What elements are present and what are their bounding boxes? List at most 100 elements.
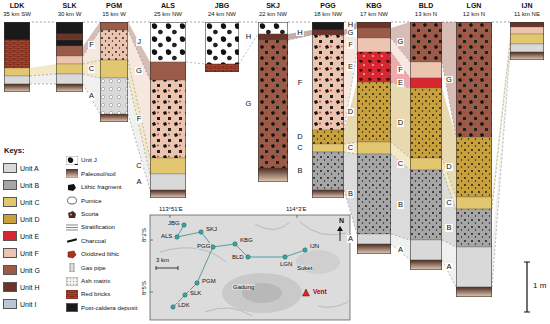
correlation-band (83, 30, 100, 64)
section-name: SKJ (266, 2, 280, 9)
distance-label: 30 km W (58, 11, 82, 17)
stratigraphic-column (56, 22, 83, 92)
correlation-band (344, 82, 357, 144)
distance-label: 24 km NW (208, 11, 236, 17)
unit-letter: A (135, 178, 142, 186)
unit-letter: H (245, 33, 252, 41)
correlation-line (391, 234, 410, 240)
stratigraphic-column (510, 22, 544, 60)
correlation-band (442, 170, 456, 247)
correlation-band (492, 34, 510, 209)
unit-letter: A (347, 235, 354, 243)
correlation-line (128, 114, 150, 190)
legend-text: Lithic fragment (81, 184, 122, 190)
unit-letter: F (297, 79, 304, 87)
correlation-band (30, 64, 56, 76)
correlation-line (128, 30, 150, 80)
latitude-label: 8°5'S (141, 280, 147, 296)
station-label: ALS (160, 233, 173, 239)
section-column: BLD 13 km N (410, 0, 442, 270)
section-name: ALS (161, 2, 175, 9)
station-label: PGM (201, 278, 217, 284)
longitude-label: 114°3'E (285, 206, 307, 212)
distance-label: 17 km NW (360, 11, 388, 17)
unit-letter: F (88, 41, 95, 49)
correlation-band (128, 78, 150, 190)
correlation-connector (288, 22, 312, 23)
place-name: Gadung (232, 284, 255, 290)
station-label: LDK (177, 302, 191, 308)
legend-symbol (66, 196, 78, 205)
unit-letter: A (88, 92, 95, 100)
stratigraphic-column (4, 22, 30, 92)
section-name: IJN (522, 2, 533, 9)
section-name: SLK (63, 2, 77, 9)
legend-text: Unit F (20, 250, 39, 257)
unit-letter: H (296, 29, 303, 37)
correlation-line (344, 152, 357, 154)
section-column: LGN12 km N (456, 0, 492, 297)
legend-text: Unit J (81, 157, 97, 163)
section-column: IJN 11 km NE (510, 0, 544, 60)
correlation-band (239, 22, 258, 64)
unit-letter: D (347, 108, 354, 116)
correlation-line (128, 60, 150, 158)
legend-swatch (66, 303, 78, 312)
legend-swatch (3, 180, 17, 190)
unit-letter: C (397, 160, 404, 168)
correlation-band (391, 154, 410, 240)
correlation-band (186, 22, 205, 64)
legend-symbol (66, 277, 78, 286)
correlation-connector (186, 22, 205, 23)
unit-letter: B (296, 167, 303, 175)
legend-text: Gas pipe (81, 265, 106, 271)
unit-letter: J (136, 38, 142, 46)
correlation-line (83, 84, 100, 114)
unit-letter: C (347, 144, 354, 152)
legend-symbol (66, 210, 78, 219)
unit-letter: C (296, 144, 303, 152)
correlation-band (391, 52, 410, 88)
legend-text: Post-caldera deposit (81, 305, 137, 311)
station-label: IJN (309, 243, 320, 249)
station-label: SKJ (205, 226, 218, 232)
stratigraphic-column (456, 22, 492, 297)
legend-text: Charcoal (81, 238, 106, 244)
legend-swatch (3, 197, 17, 207)
correlation-line (83, 30, 100, 56)
legend-symbol (66, 263, 78, 272)
section-name: BLD (419, 2, 433, 9)
correlation-line (186, 62, 205, 64)
distance-label: 11 km NE (514, 11, 540, 17)
legend-text: Unit D (20, 216, 39, 223)
legend-swatch (3, 248, 17, 258)
unit-letter: G (347, 29, 355, 37)
section-column: ALS25 km NW (150, 0, 186, 198)
distance-label: 13 km N (415, 11, 437, 17)
station-label: JBG (167, 220, 181, 226)
correlation-line (442, 260, 456, 287)
unit-letter: G (397, 38, 405, 46)
station-label: KBG (239, 237, 254, 243)
correlation-connector (442, 22, 456, 23)
legend-text: Scoria (81, 211, 99, 217)
station-label: BLD (231, 254, 245, 260)
correlation-band (442, 240, 456, 287)
distance-label: 35 km SW (3, 11, 31, 17)
unit-letter: C (88, 65, 95, 73)
correlation-line (83, 74, 100, 78)
legend-text: Stratification (81, 224, 115, 230)
location-map (150, 215, 350, 320)
unit-letter: B (445, 224, 452, 232)
correlation-line (83, 60, 100, 64)
legend-text: Unit C (20, 199, 39, 206)
correlation-line (442, 170, 456, 209)
legend-swatch (3, 265, 17, 275)
scale-bar (524, 262, 530, 312)
correlation-connector (239, 22, 258, 23)
correlation-line (391, 142, 410, 158)
distance-label: 15 km W (102, 11, 126, 17)
longitude-label: 113°51'E (158, 206, 184, 212)
correlation-line (442, 240, 456, 247)
section-column: JBG24 km NW (205, 0, 239, 72)
